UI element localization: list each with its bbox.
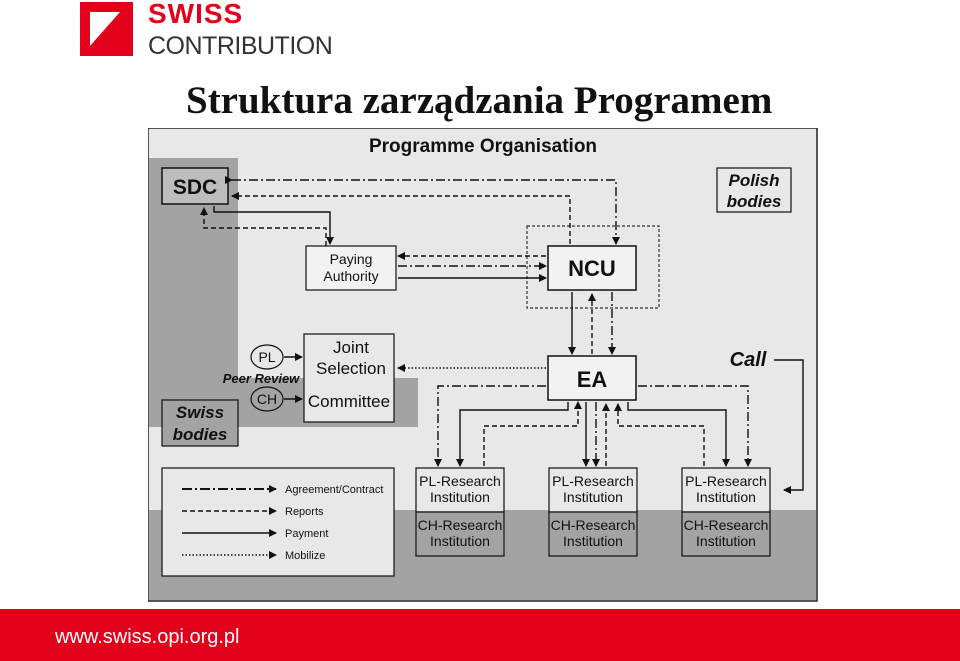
arrow-research3-ea-report: [614, 403, 705, 466]
swiss-bodies-line2: bodies: [173, 425, 228, 444]
ch-research-line1: CH-Research: [418, 517, 503, 533]
legend-label-reports: Reports: [285, 506, 324, 518]
page-title: Struktura zarządzania Programem: [186, 79, 773, 122]
arrow-paying-sdc-report: [200, 207, 327, 246]
diagram-title: Programme Organisation: [369, 136, 597, 157]
ch-research-line2: Institution: [430, 533, 490, 549]
swiss-bodies-area: [149, 158, 418, 427]
paying-authority-line2: Authority: [323, 268, 378, 284]
legend: Agreement/Contract Reports Payment Mobil…: [161, 467, 395, 577]
joint-selection-line2: Selection: [316, 359, 386, 378]
legend-label-agreement: Agreement/Contract: [285, 484, 383, 496]
pl-research-line2: Institution: [430, 489, 490, 505]
pl-research-line1: PL-Research: [552, 473, 634, 489]
arrow-call-research: [774, 359, 804, 494]
arrow-research1-ea-report: [483, 401, 582, 466]
peer-review-label: Peer Review: [223, 371, 300, 386]
ch-research-box-3: [681, 511, 771, 557]
polish-bodies-box: [716, 167, 792, 213]
research-institution-column-2: PL-Research Institution CH-Research Inst…: [548, 467, 638, 557]
call-label: Call: [730, 349, 767, 371]
swiss-bodies-line1: Swiss: [176, 403, 224, 422]
pl-research-line1: PL-Research: [419, 473, 501, 489]
arrow-ea-research1-agreement: [434, 385, 546, 467]
arrow-sdc-paying-payment: [213, 206, 334, 245]
polish-bodies-line2: bodies: [727, 192, 782, 211]
ch-research-line1: CH-Research: [551, 517, 636, 533]
footer-url-link[interactable]: www.swiss.opi.org.pl: [55, 626, 240, 648]
ch-reviewer-ellipse: [250, 386, 284, 412]
pl-research-box-3: [681, 467, 771, 513]
arrow-ea-research1-payment: [456, 402, 569, 467]
research-institution-column-1: PL-Research Institution CH-Research Inst…: [415, 467, 505, 557]
programme-organisation-diagram: Programme Organisation SDC Polish bodies…: [148, 128, 818, 602]
legend-label-mobilize: Mobilize: [285, 550, 325, 562]
ch-research-box-1: [415, 511, 505, 557]
logo-wordmark-swiss: SWISS: [148, 0, 244, 29]
pl-research-line2: Institution: [696, 489, 756, 505]
sdc-label: SDC: [173, 176, 217, 199]
logo-wordmark-contribution: CONTRIBUTION: [148, 32, 333, 60]
ncu-label: NCU: [568, 256, 616, 281]
legend-label-payment: Payment: [285, 528, 328, 540]
swiss-bodies-box: [161, 399, 239, 447]
ch-research-line2: Institution: [563, 533, 623, 549]
pl-research-line1: PL-Research: [685, 473, 767, 489]
swiss-flag-logo: [80, 2, 133, 56]
pl-research-box-2: [548, 467, 638, 513]
footer-bar: www.swiss.opi.org.pl: [0, 609, 960, 661]
pl-research-line2: Institution: [563, 489, 623, 505]
ea-label: EA: [577, 367, 608, 392]
pl-reviewer-label: PL: [258, 349, 275, 365]
legend-box: [161, 467, 395, 577]
pl-reviewer-ellipse: [250, 344, 284, 370]
sdc-box: [161, 167, 229, 205]
paying-authority-box: [305, 245, 397, 291]
diagram-connectors: [200, 176, 804, 494]
ncu-box: [547, 245, 637, 291]
pl-research-box-1: [415, 467, 505, 513]
ch-research-box-2: [548, 511, 638, 557]
committee-label: Committee: [308, 392, 390, 411]
arrow-ea-research3-agreement: [638, 385, 752, 467]
ch-research-line1: CH-Research: [684, 517, 769, 533]
ch-reviewer-label: CH: [257, 391, 277, 407]
arrow-ea-research3-payment: [627, 402, 730, 467]
ch-research-line2: Institution: [696, 533, 756, 549]
joint-selection-committee-box: [303, 333, 395, 423]
ea-box: [547, 355, 637, 401]
research-institution-column-3: PL-Research Institution CH-Research Inst…: [681, 467, 771, 557]
joint-selection-line1: Joint: [333, 338, 369, 357]
arrow-sdc-ncu-agreement: [225, 176, 620, 245]
polish-bodies-line1: Polish: [728, 171, 779, 190]
paying-authority-line1: Paying: [330, 251, 373, 267]
arrow-ncu-sdc-report: [231, 192, 571, 244]
